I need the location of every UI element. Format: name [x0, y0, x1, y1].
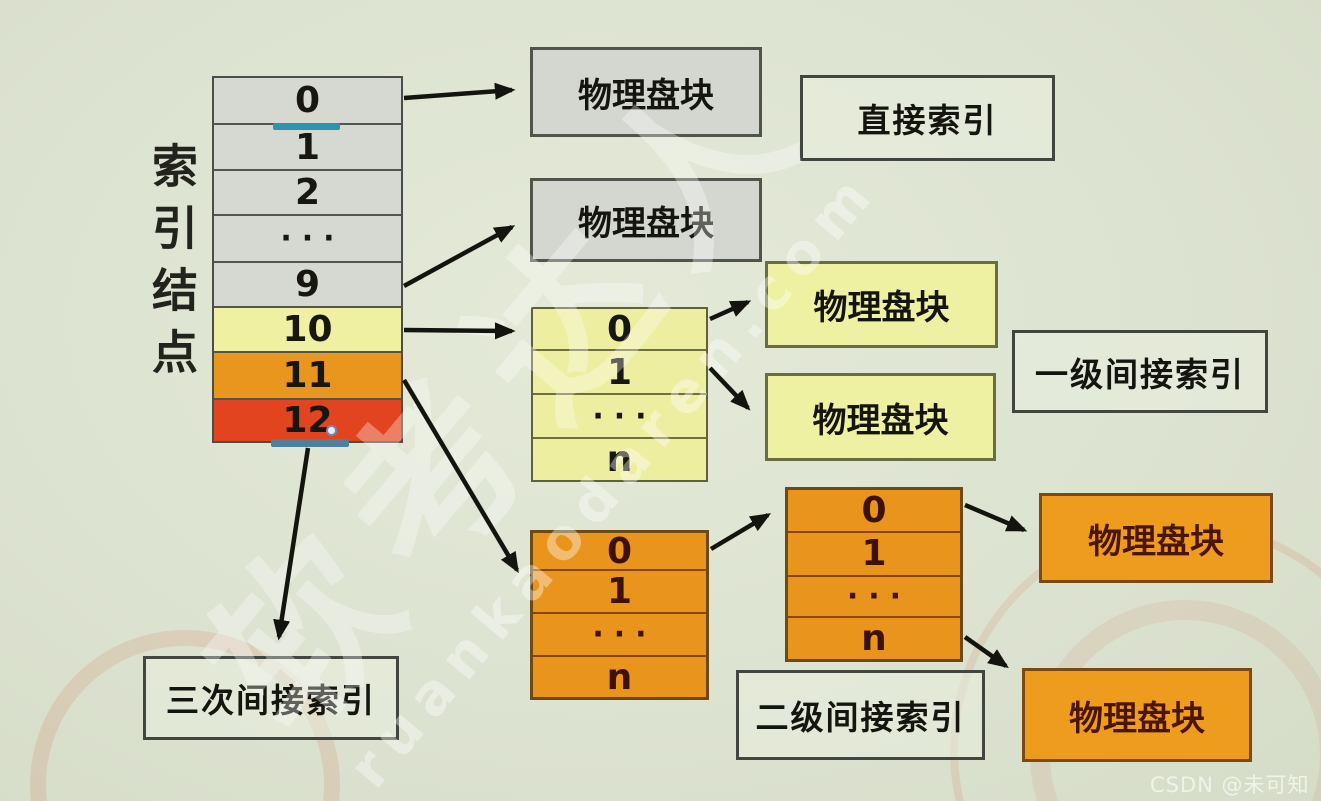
index-row-11-value: 11	[282, 355, 333, 396]
double-indirect-l1-row-0: 0	[533, 530, 706, 572]
double-indirect-level2-table: 0 1 ··· n	[785, 487, 963, 662]
arrow-row12-to-triple-label	[273, 447, 311, 641]
double-indirect-l2-row-1-value: 1	[861, 533, 887, 575]
arrow-single-row0-to-block1	[709, 299, 752, 322]
double-indirect-label: 二级间接索引	[755, 698, 966, 737]
index-row-11: 11	[214, 351, 401, 398]
index-row-ellipsis-value: ···	[280, 221, 345, 256]
double-indirect-l1-row-0-value: 0	[606, 530, 633, 572]
highlight-mark-row0	[273, 123, 340, 130]
double-indirect-l1-row-1-value: 1	[606, 571, 633, 612]
index-row-10: 10	[214, 306, 401, 351]
single-indirect-label-box: 一级间接索引	[1012, 330, 1268, 413]
arrow-level1-to-level2-table	[709, 513, 772, 551]
index-row-9-value: 9	[294, 264, 321, 305]
double-indirect-l2-row-ellipsis-value: ···	[846, 578, 912, 614]
index-row-12-value: 12	[282, 400, 333, 441]
single-indirect-physical-block-2: 物理盘块	[765, 373, 996, 461]
direct-physical-block-2: 物理盘块	[530, 178, 762, 262]
direct-physical-block-1-label: 物理盘块	[578, 75, 714, 116]
single-indirect-physical-block-2-label: 物理盘块	[812, 400, 949, 441]
cursor-dot	[326, 425, 337, 436]
single-indirect-row-n-value: n	[606, 439, 633, 480]
single-indirect-row-0-value: 0	[606, 308, 633, 350]
direct-index-label: 直接索引	[857, 101, 998, 140]
single-indirect-row-1: 1	[533, 349, 706, 393]
double-indirect-l2-row-n: n	[788, 616, 960, 659]
index-node-title: 索引结点	[145, 142, 199, 390]
arrow-row10-to-single-table	[403, 322, 516, 340]
double-indirect-physical-block-1: 物理盘块	[1039, 493, 1273, 583]
index-row-1-value: 1	[294, 126, 321, 168]
index-row-0: 0	[214, 78, 401, 123]
index-row-ellipsis: ···	[214, 214, 401, 261]
highlight-mark-row12	[271, 439, 349, 447]
double-indirect-l2-row-0: 0	[788, 490, 960, 531]
index-row-9: 9	[214, 261, 401, 306]
double-indirect-l2-row-n-value: n	[861, 618, 887, 659]
single-indirect-table: 0 1 ··· n	[531, 307, 708, 482]
double-indirect-l1-row-n: n	[533, 655, 706, 698]
single-indirect-row-0: 0	[533, 308, 706, 350]
direct-physical-block-1: 物理盘块	[530, 47, 762, 137]
single-indirect-row-ellipsis-value: ···	[592, 398, 657, 434]
double-indirect-physical-block-2: 物理盘块	[1022, 668, 1252, 762]
double-indirect-l1-row-ellipsis: ···	[533, 612, 706, 655]
triple-indirect-label: 三次间接索引	[166, 681, 376, 720]
triple-indirect-label-box: 三次间接索引	[143, 656, 399, 740]
double-indirect-l1-row-ellipsis-value: ···	[592, 617, 657, 652]
index-row-12: 12	[214, 398, 401, 441]
double-indirect-l2-row-0-value: 0	[861, 490, 887, 531]
arrow-row11-to-double-level1-table	[402, 378, 519, 574]
arrow-row0-to-block1	[403, 82, 516, 101]
double-indirect-level1-table: 0 1 ··· n	[530, 530, 709, 700]
double-indirect-l2-row-1: 1	[788, 531, 960, 575]
double-indirect-l1-row-n-value: n	[606, 656, 633, 698]
direct-physical-block-2-label: 物理盘块	[578, 203, 714, 244]
index-row-10-value: 10	[282, 309, 333, 350]
double-indirect-physical-block-1-label: 物理盘块	[1088, 521, 1224, 562]
arrow-single-row1-to-block2	[708, 366, 751, 411]
single-indirect-physical-block-1-label: 物理盘块	[813, 288, 950, 328]
arrow-level2-row0-to-block1	[964, 502, 1028, 533]
single-indirect-row-ellipsis: ···	[533, 393, 706, 437]
index-row-2: 2	[214, 169, 401, 214]
direct-index-label-box: 直接索引	[800, 75, 1055, 161]
double-indirect-physical-block-2-label: 物理盘块	[1069, 698, 1205, 739]
single-indirect-label: 一级间接索引	[1035, 354, 1245, 394]
single-indirect-row-n: n	[533, 437, 706, 480]
double-indirect-label-box: 二级间接索引	[736, 670, 985, 760]
index-node-table: 0 1 2 ··· 9 10 11 12	[212, 76, 403, 443]
credit-text: CSDN @未可知777	[1150, 773, 1310, 801]
double-indirect-l2-row-ellipsis: ···	[788, 574, 960, 616]
single-indirect-physical-block-1: 物理盘块	[765, 261, 998, 348]
index-row-0-value: 0	[294, 80, 321, 121]
index-row-2-value: 2	[294, 172, 321, 213]
double-indirect-l1-row-1: 1	[533, 569, 706, 612]
single-indirect-row-1-value: 1	[606, 351, 633, 393]
arrow-row9-to-block2	[402, 225, 516, 288]
